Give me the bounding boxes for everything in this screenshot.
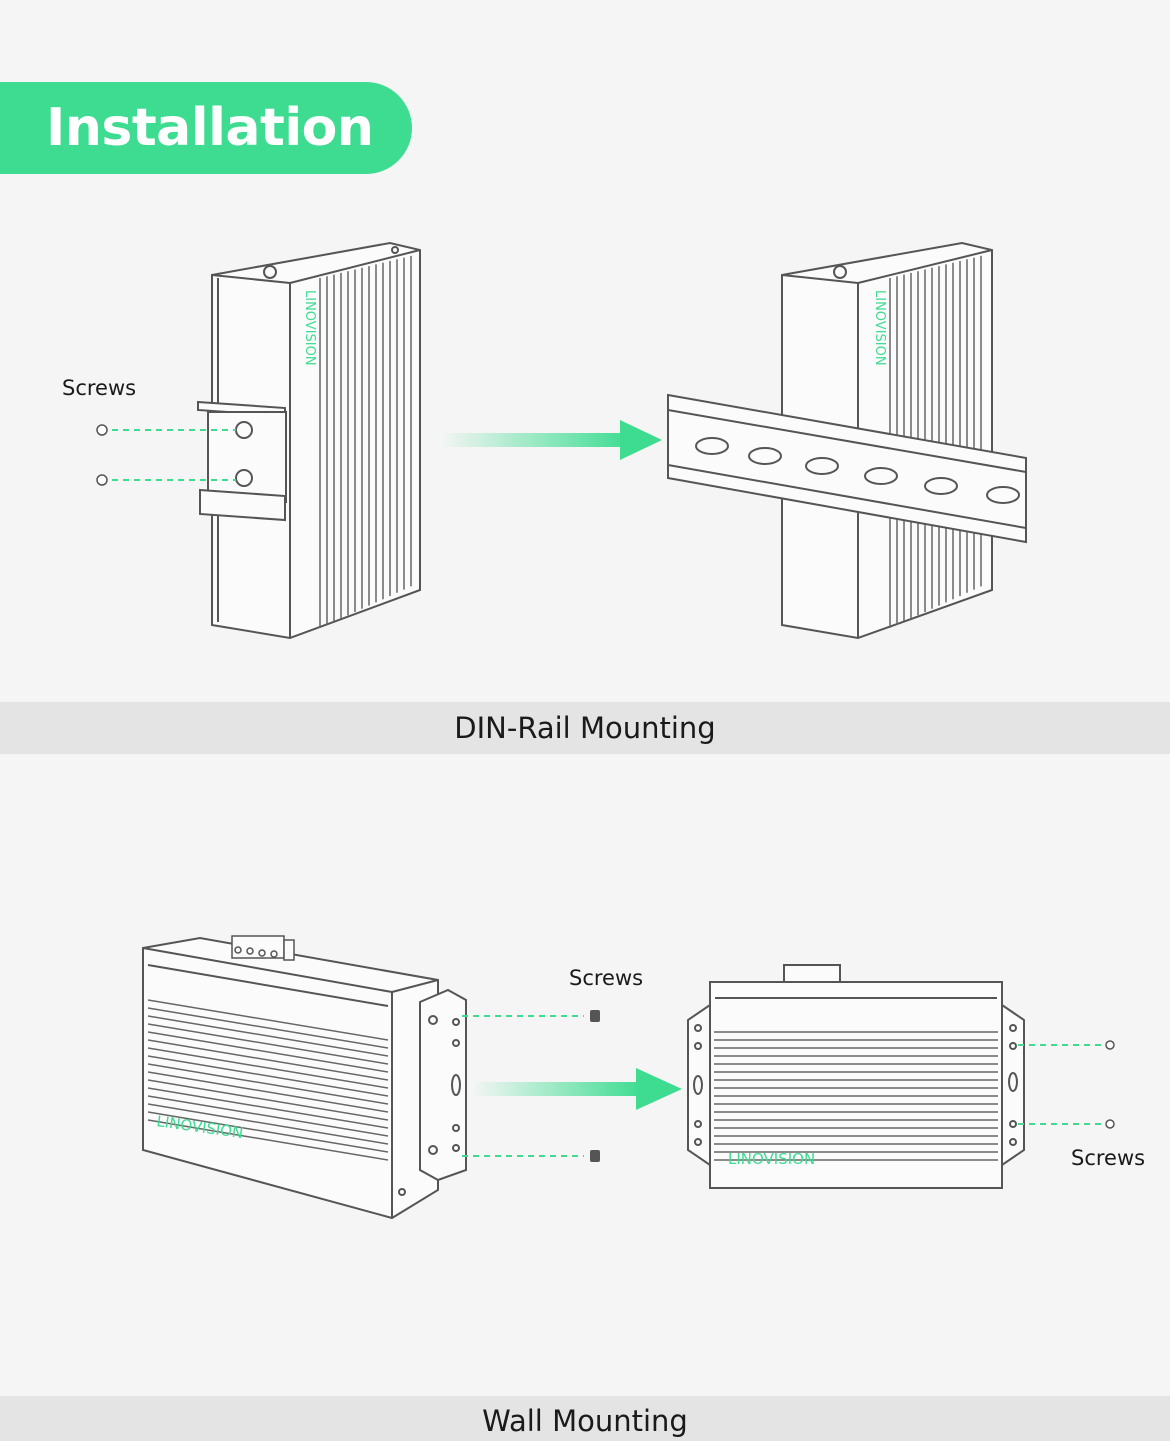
wall-device-right-fins [714, 1031, 998, 1161]
wall-device-left [142, 936, 439, 1220]
fin-line [147, 1063, 389, 1105]
fin-line [147, 999, 389, 1041]
wall-right-screw-top [1105, 1040, 1115, 1050]
fin-line [147, 1111, 389, 1153]
wall-screws-label-right: Screws [1071, 1146, 1146, 1170]
installation-heading: Installation [0, 82, 412, 174]
wall-right-screw-bottom [1105, 1119, 1115, 1129]
wall-screw-bottom [590, 1150, 600, 1162]
din-device-right-fins [889, 255, 982, 628]
wall-device-left-fins [147, 999, 389, 1161]
terminal-block-left [231, 935, 295, 961]
screw-left-bottom [96, 474, 108, 486]
fin-line [147, 1071, 389, 1113]
din-screws-label: Screws [62, 376, 137, 400]
wall-mounting-title: Wall Mounting [482, 1404, 688, 1438]
din-rail-mounting-band: DIN-Rail Mounting [0, 702, 1170, 754]
wall-device-right [687, 964, 1025, 1189]
din-left-logo: LINOVISION [302, 290, 317, 366]
wall-bracket-left [398, 988, 467, 1196]
fin-line [147, 1015, 389, 1057]
din-rail [667, 393, 1027, 544]
fin-line [147, 1007, 389, 1049]
fin-line [147, 1039, 389, 1081]
fin-line [147, 1023, 389, 1065]
fin-line [147, 1031, 389, 1073]
din-rail-illustration: LINOVISION LINOVISION [96, 241, 1027, 640]
fin-line [147, 1095, 389, 1137]
wall-mounting-band: Wall Mounting [0, 1396, 1170, 1441]
fin-line [147, 1055, 389, 1097]
fin-line [147, 1087, 389, 1129]
din-device-left [211, 241, 421, 640]
wall-right-logo: LINOVISION [728, 1150, 815, 1168]
din-right-logo: LINOVISION [872, 290, 887, 366]
wall-screws-label-top: Screws [569, 966, 644, 990]
screw-left-top [96, 424, 108, 436]
fin-line [147, 1119, 389, 1161]
heading-text: Installation [46, 98, 374, 158]
din-arrow [440, 420, 662, 460]
wall-screw-top [590, 1010, 600, 1022]
fin-line [147, 1079, 389, 1121]
wall-arrow [472, 1068, 682, 1110]
din-rail-mounting-title: DIN-Rail Mounting [454, 711, 716, 745]
wall-left-logo: LINOVISION [155, 1112, 244, 1142]
din-clip-left [197, 400, 287, 522]
fin-line [147, 1047, 389, 1089]
din-device-left-fins [319, 255, 412, 628]
fin-line [147, 1103, 389, 1145]
